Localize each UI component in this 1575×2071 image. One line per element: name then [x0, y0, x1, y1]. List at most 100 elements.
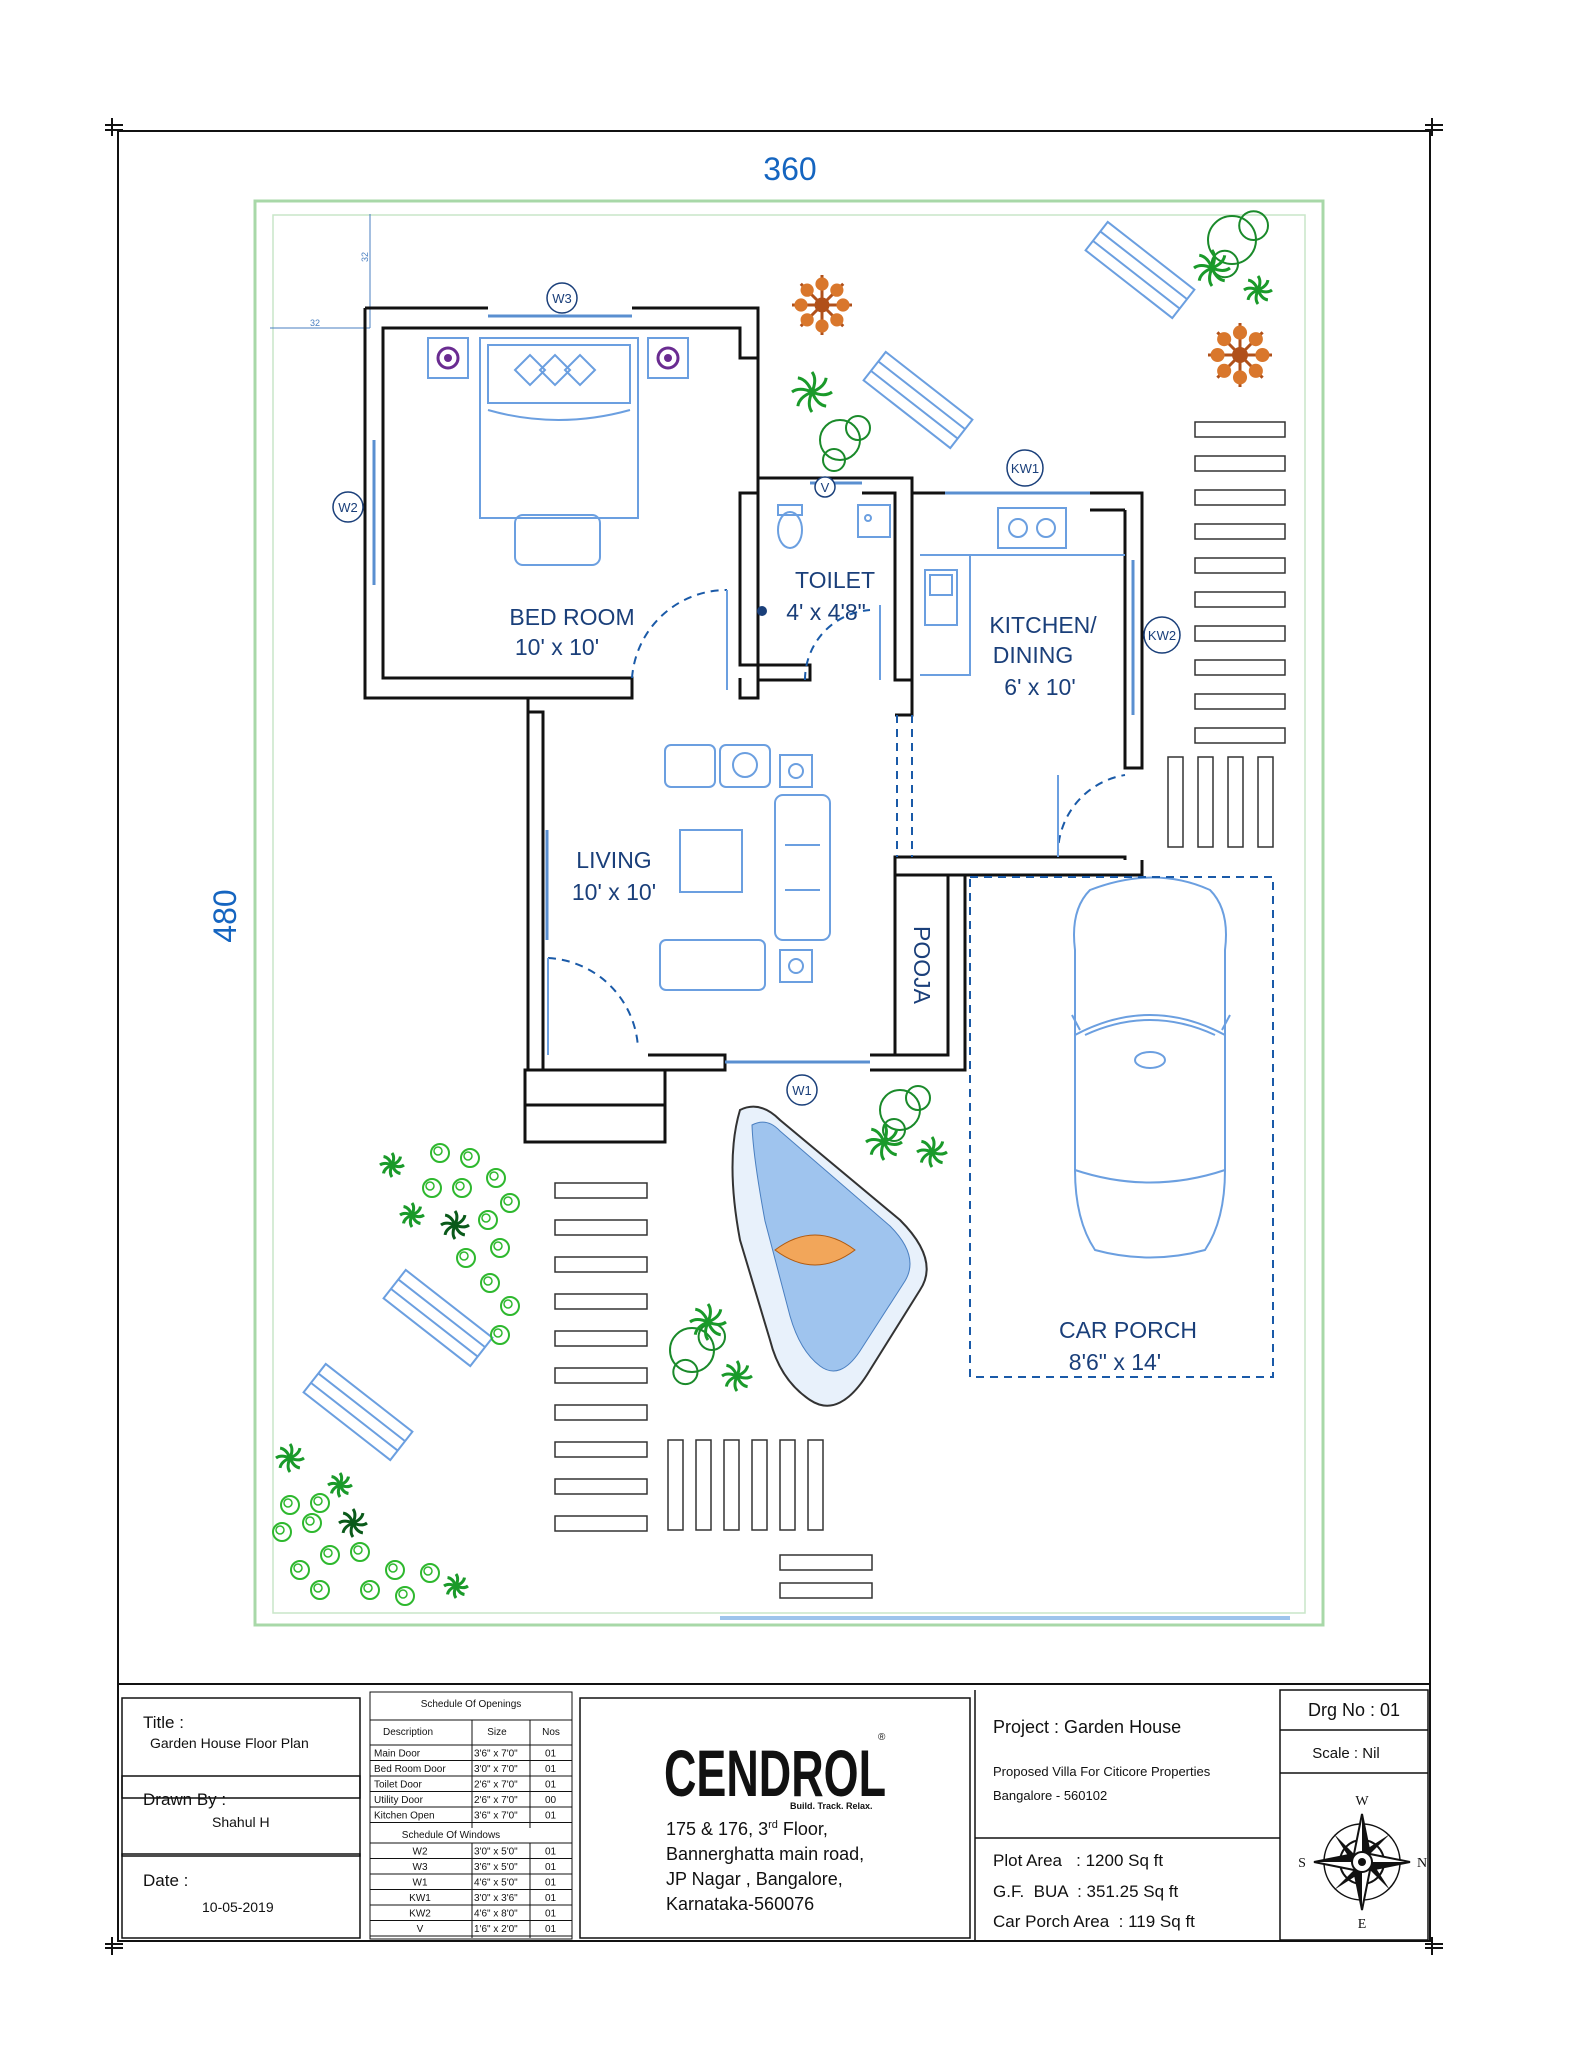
- stepping-stone: [723, 1439, 740, 1531]
- plant-icon: [272, 210, 1273, 1606]
- stepping-stone: [1197, 756, 1214, 848]
- company-address-1: 175 & 176, 3rd Floor,: [666, 1819, 828, 1839]
- schedule-windows-title: Schedule Of Windows: [402, 1830, 500, 1841]
- lily-icon: [430, 1143, 450, 1163]
- opening-size: 3'6" x 7'0": [474, 1749, 518, 1760]
- opening-size: 2'6" x 7'0": [474, 1795, 518, 1806]
- stepping-stone: [751, 1439, 768, 1531]
- compass-s: S: [1298, 1856, 1306, 1871]
- width-dimension: 360: [763, 151, 816, 187]
- car-icon: [1071, 876, 1231, 1259]
- stepping-stone: [1194, 693, 1286, 710]
- stepping-stone: [1167, 756, 1184, 848]
- window-nos: 01: [545, 1878, 557, 1889]
- stepping-stone: [1227, 756, 1244, 848]
- doors: [547, 588, 1126, 1055]
- stepping-stone: [554, 1441, 648, 1458]
- opening-size: 2'6" x 7'0": [474, 1780, 518, 1791]
- opening-nos: 00: [545, 1795, 557, 1806]
- palm-icon: [399, 1202, 425, 1228]
- walls: [363, 306, 1144, 1144]
- opening-desc: Utility Door: [374, 1795, 424, 1806]
- compass-e: E: [1358, 1917, 1367, 1932]
- schedule-openings-title: Schedule Of Openings: [421, 1699, 522, 1710]
- lily-icon: [452, 1178, 472, 1198]
- date-label: Date :: [143, 1871, 188, 1890]
- stepping-stone: [779, 1582, 873, 1599]
- lily-icon: [290, 1560, 310, 1580]
- window-size: 4'6" x 5'0": [474, 1878, 518, 1889]
- stepping-stone: [1194, 421, 1286, 438]
- lily-icon: [490, 1238, 510, 1258]
- room-size-toilet: 4' x 4'8": [786, 599, 866, 625]
- stepping-stone: [1194, 455, 1286, 472]
- room-size-bedroom: 10' x 10': [515, 634, 599, 660]
- tree-icon: [792, 275, 852, 335]
- room-name-car-porch: CAR PORCH: [1059, 1317, 1197, 1343]
- palm-icon: [791, 371, 833, 413]
- lily-icon: [395, 1586, 415, 1606]
- opening-desc: Toilet Door: [374, 1780, 422, 1791]
- lily-icon: [360, 1580, 380, 1600]
- project-name: Project : Garden House: [993, 1717, 1181, 1737]
- stove-icon: [997, 507, 1067, 549]
- project-description: Proposed Villa For Citicore Properties: [993, 1764, 1211, 1779]
- lily-icon: [350, 1542, 370, 1562]
- compass-n: N: [1417, 1856, 1427, 1871]
- pond-icon: [731, 1105, 928, 1407]
- stepping-stone: [667, 1439, 684, 1531]
- shrub-icon: [879, 1085, 931, 1142]
- palm-icon: [689, 1303, 727, 1341]
- room-name-toilet: TOILET: [795, 567, 875, 593]
- stepping-stone: [779, 1439, 796, 1531]
- window-desc: V: [417, 1924, 424, 1935]
- lily-icon: [456, 1248, 476, 1268]
- lily-icon: [280, 1495, 300, 1515]
- window-size: 3'6" x 5'0": [474, 1862, 518, 1873]
- stepping-stone: [1194, 591, 1286, 608]
- logo-registered-mark: ®: [878, 1732, 886, 1743]
- shrub-icon: [819, 415, 871, 472]
- compass-w: W: [1355, 1794, 1369, 1809]
- stepping-stone: [1257, 756, 1274, 848]
- company-tagline: Build. Track. Relax.: [790, 1801, 873, 1811]
- opening-nos: 01: [545, 1749, 557, 1760]
- schedule-header-size: Size: [487, 1727, 507, 1738]
- stepping-stone: [554, 1515, 648, 1532]
- palm-icon: [721, 1360, 753, 1392]
- lily-icon: [310, 1580, 330, 1600]
- title-label: Title :: [143, 1713, 184, 1732]
- opening-desc: Kitchen Open: [374, 1811, 435, 1822]
- stepping-stone: [1194, 523, 1286, 540]
- lily-icon: [272, 1522, 292, 1542]
- opening-nos: 01: [545, 1811, 557, 1822]
- date-value: 10-05-2019: [202, 1899, 274, 1915]
- window-desc: W2: [413, 1847, 428, 1858]
- company-address-3: JP Nagar , Bangalore,: [666, 1869, 843, 1889]
- stepping-stone: [554, 1182, 648, 1199]
- svg-text:V: V: [821, 480, 830, 495]
- stepping-stone: [1194, 659, 1286, 676]
- drawn-by-label: Drawn By :: [143, 1790, 226, 1809]
- palm-icon: [443, 1573, 469, 1599]
- drawing-number: Drg No : 01: [1308, 1700, 1400, 1720]
- title-block: Title : Garden House Floor Plan Drawn By…: [121, 1689, 1429, 1941]
- palm-icon: [338, 1508, 368, 1538]
- car-porch-area: Car Porch Area : 119 Sq ft: [993, 1912, 1195, 1931]
- window-tag-w1: W1: [786, 1074, 818, 1106]
- lily-icon: [302, 1513, 322, 1533]
- window-tag-kw2: KW2: [1143, 616, 1181, 654]
- window-nos: 01: [545, 1924, 557, 1935]
- room-name-kitchen-2: DINING: [993, 642, 1074, 668]
- stepping-stone: [554, 1293, 648, 1310]
- palm-icon: [1193, 249, 1231, 287]
- stepping-stone: [695, 1439, 712, 1531]
- svg-text:W2: W2: [338, 500, 358, 515]
- kitchen-counter-icon: [920, 554, 1125, 676]
- tree-icon: [1208, 323, 1272, 387]
- lily-icon: [500, 1296, 520, 1316]
- bed-icon: [479, 337, 639, 566]
- window-tag-w3: W3: [546, 282, 578, 314]
- stepping-stone: [779, 1554, 873, 1571]
- stepping-stone: [1194, 489, 1286, 506]
